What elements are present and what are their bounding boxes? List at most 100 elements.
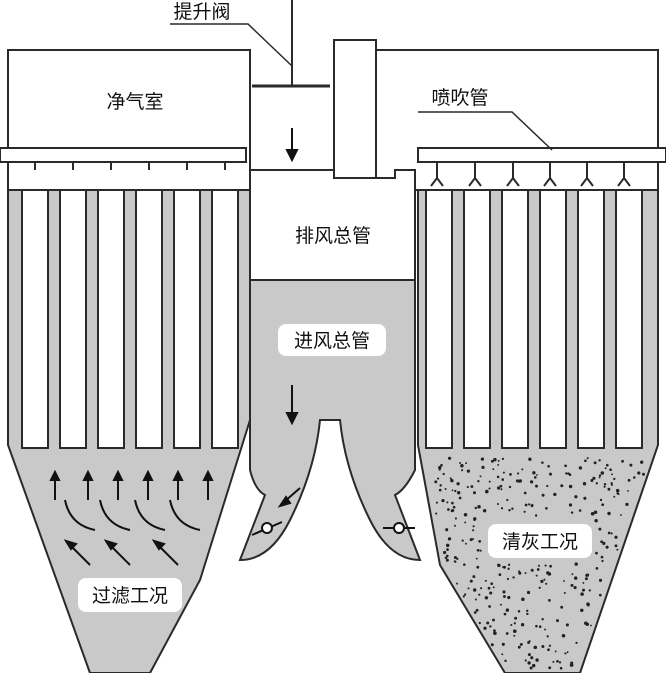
dust-particle [568, 503, 573, 507]
dust-particle [473, 518, 476, 522]
dust-particle [545, 582, 548, 585]
dust-particle [642, 472, 645, 476]
dust-particle [490, 459, 494, 463]
dust-particle [531, 663, 536, 668]
right-blow-pipe [417, 147, 666, 163]
dust-particle [549, 472, 552, 476]
dust-particle [533, 645, 538, 650]
filter-bag [425, 189, 453, 449]
dust-particle [535, 624, 538, 628]
dust-particle [476, 548, 480, 552]
dust-particle [461, 469, 464, 472]
dust-particle [535, 484, 538, 488]
dust-particle [518, 570, 521, 573]
dust-particle [439, 484, 442, 487]
dust-particle [442, 472, 445, 476]
dust-particle [540, 579, 544, 583]
right-filter-bags [425, 189, 643, 449]
dust-particle [486, 621, 490, 625]
flow-arrow-icon [112, 469, 124, 500]
dust-particle [528, 640, 531, 643]
dust-particle [469, 579, 473, 583]
dust-particle [450, 479, 454, 483]
dust-particle [565, 472, 568, 475]
filter-bag [615, 189, 643, 449]
dust-particle [531, 503, 534, 506]
filtering-mode-box [78, 578, 182, 612]
dust-particle [533, 476, 537, 479]
exhaust-manifold-label: 排风总管 [295, 225, 371, 247]
left-filter-bags [21, 189, 239, 449]
dust-particle [541, 617, 544, 621]
dust-particle [548, 599, 551, 602]
flow-arrow-icon [103, 539, 131, 566]
dust-particle [537, 564, 541, 567]
flow-arrow-icon [63, 539, 91, 566]
dust-particle [595, 551, 598, 555]
inlet-manifold-box [278, 324, 386, 356]
dust-particle [499, 484, 503, 488]
dust-particle [517, 645, 521, 649]
dust-particle [492, 618, 495, 622]
dust-particle [526, 612, 529, 616]
dust-particle [615, 488, 620, 493]
dust-particle [616, 548, 619, 551]
flow-arrow-icon [202, 469, 214, 500]
dust-particle [473, 588, 477, 592]
dust-particle [450, 509, 454, 513]
dust-particle [598, 593, 602, 597]
dust-particle [549, 564, 552, 568]
dust-particle [554, 493, 557, 496]
dust-particle [467, 587, 470, 590]
left-upward-arrows [49, 469, 214, 500]
nozzle-icon [468, 162, 482, 187]
dust-particle [570, 661, 574, 665]
dust-particle [584, 577, 588, 581]
nozzle-icon [430, 162, 444, 187]
dust-particle [547, 572, 552, 576]
dust-particle [503, 612, 507, 616]
dust-particle [456, 482, 460, 486]
dust-particle [502, 595, 506, 598]
dust-particle [595, 482, 598, 485]
dust-particle [585, 573, 589, 577]
filter-bag [501, 189, 529, 449]
dust-particle [594, 518, 598, 523]
dust-particle [508, 485, 512, 489]
dust-particle [521, 468, 524, 471]
dust-particle [598, 459, 601, 462]
blow-pipe-leader [418, 111, 553, 151]
lift-valve-label: 提升阀 [173, 1, 230, 23]
dust-particle [515, 479, 520, 483]
dust-particle [454, 524, 456, 527]
dust-particle [510, 623, 513, 627]
dust-particle [541, 645, 545, 648]
dust-particle [536, 568, 540, 571]
dust-particle [570, 511, 574, 514]
dust-particle [526, 609, 529, 612]
dust-particle [485, 489, 489, 494]
dust-particle [498, 573, 502, 577]
dust-particle [478, 506, 481, 509]
dust-particle [566, 651, 569, 654]
dust-particle [449, 477, 452, 480]
dust-particle [472, 529, 475, 532]
dust-particle [487, 586, 491, 590]
dust-particle [503, 565, 506, 569]
dust-particle [627, 478, 631, 482]
dust-particle [547, 648, 550, 652]
dust-particle [574, 495, 578, 499]
dust-particle [497, 463, 500, 466]
dust-particle [570, 583, 574, 587]
dust-particle [547, 464, 550, 468]
dust-particle [530, 656, 534, 660]
dust-particle [578, 509, 582, 512]
dust-particle [501, 653, 504, 656]
dust-particle [573, 576, 578, 580]
right-nozzles [430, 162, 631, 187]
dust-particle [514, 616, 518, 620]
dust-particle [523, 510, 526, 513]
dust-particle [496, 502, 500, 506]
dust-particle [601, 559, 604, 563]
dust-particle [541, 493, 545, 497]
